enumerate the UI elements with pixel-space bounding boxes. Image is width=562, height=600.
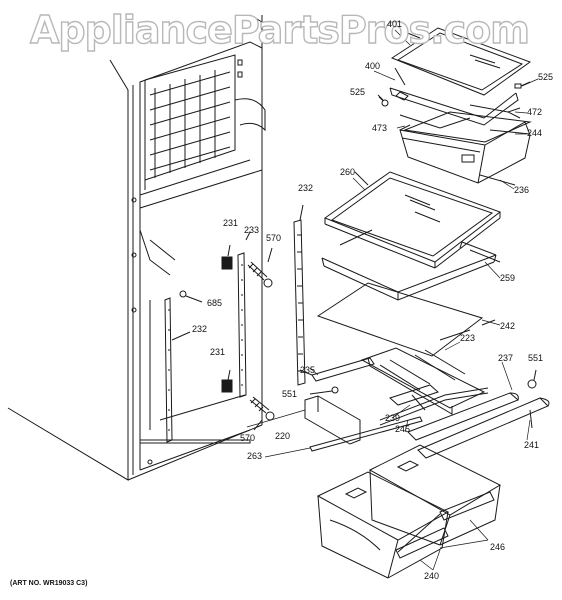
label-231-bottom: 231 <box>210 347 226 357</box>
label-551-left: 551 <box>282 389 298 399</box>
label-525-right: 525 <box>538 72 554 82</box>
label-235: 235 <box>300 365 316 375</box>
label-525-left: 525 <box>350 87 366 97</box>
label-231-top: 231 <box>223 218 239 228</box>
label-263: 263 <box>247 451 263 461</box>
rail-232-right <box>294 205 305 385</box>
rail-263 <box>310 417 422 451</box>
label-551-right: 551 <box>528 353 544 363</box>
label-220: 220 <box>275 431 291 441</box>
label-232-left: 232 <box>192 324 208 334</box>
glass-shelf-260 <box>325 172 500 268</box>
cabinet-drawing <box>8 15 265 480</box>
label-473: 473 <box>372 123 388 133</box>
screw-570-top <box>248 248 273 288</box>
label-240: 240 <box>424 571 440 581</box>
shelf-frame-400 <box>390 68 518 125</box>
label-246: 246 <box>490 542 506 552</box>
label-245: 245 <box>395 424 411 434</box>
screw-551-right <box>527 370 537 389</box>
label-260: 260 <box>340 167 356 177</box>
shelf-frame-259 <box>322 230 500 300</box>
art-number: (ART NO. WR19033 C3) <box>10 580 88 587</box>
slide-245 <box>380 388 488 425</box>
pan-frame-223 <box>362 330 484 414</box>
slide-473 <box>400 115 470 130</box>
bracket-239 <box>390 385 438 410</box>
label-244: 244 <box>527 128 543 138</box>
label-233: 233 <box>244 225 260 235</box>
leader-lines <box>247 30 538 570</box>
label-570-top: 570 <box>266 233 282 243</box>
crisper-cover-242 <box>318 283 495 356</box>
label-239: 239 <box>385 413 401 423</box>
bracket-220 <box>305 396 360 444</box>
label-259: 259 <box>500 273 516 283</box>
label-236: 236 <box>514 185 530 195</box>
rail-233 <box>238 232 250 397</box>
label-400: 400 <box>365 61 381 71</box>
rail-232-left <box>165 298 190 442</box>
label-570-bottom: 570 <box>240 433 256 443</box>
deli-pan-236 <box>400 122 530 185</box>
label-241: 241 <box>524 440 540 450</box>
label-232-right: 232 <box>298 183 314 193</box>
screw-525-left <box>378 95 389 107</box>
label-223: 223 <box>460 333 476 343</box>
label-685: 685 <box>207 298 223 308</box>
top-shelf-401 <box>392 28 530 95</box>
rail-235 <box>300 358 374 381</box>
label-401: 401 <box>387 19 403 29</box>
label-472: 472 <box>527 107 543 117</box>
label-242: 242 <box>500 321 516 331</box>
screw-685 <box>179 290 202 302</box>
screw-551-left <box>310 386 339 394</box>
watermark-text: AppliancePartsPros.com <box>29 7 530 52</box>
drawer-handle-246 <box>396 492 494 558</box>
crisper-drawer-right <box>370 445 500 545</box>
trim-241 <box>418 398 549 458</box>
bracket-231-top <box>222 245 232 269</box>
pan-cover-244 <box>405 112 530 142</box>
slide-472 <box>470 105 520 118</box>
trim-237 <box>408 393 518 440</box>
label-237: 237 <box>498 353 514 363</box>
screw-525-right <box>515 82 530 88</box>
bracket-231-bottom <box>222 370 232 392</box>
